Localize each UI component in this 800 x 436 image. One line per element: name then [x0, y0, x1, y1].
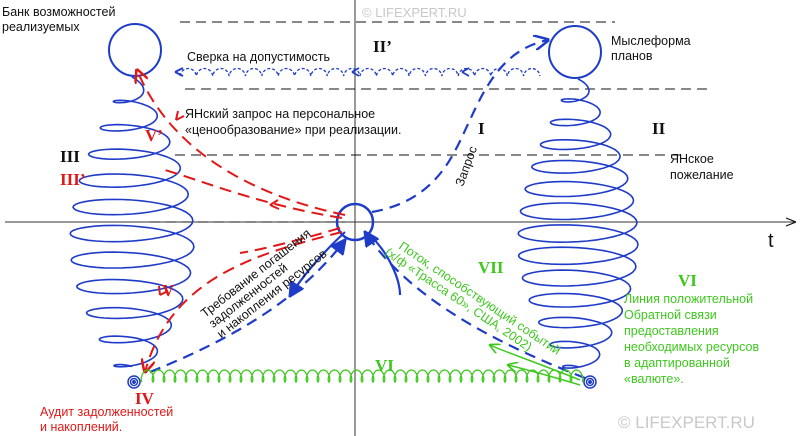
roman-II: II — [652, 119, 666, 138]
green-arrow-bottom — [508, 365, 581, 386]
right-spiral — [517, 78, 639, 369]
roman-VI-left: VI — [375, 356, 394, 375]
center-circle — [335, 202, 375, 242]
sverka-arrowhead — [174, 67, 184, 77]
watermark-top: © LIFEXPERT.RU — [362, 5, 467, 20]
potok-label: Поток, способствующий событий(х/ф «Трасс… — [382, 234, 563, 368]
yan-zapros-label: ЯНский запрос на персональное«ценообразо… — [185, 107, 402, 137]
red-arrow-to-audit-2 — [239, 227, 341, 254]
spirals-group — [69, 76, 639, 369]
sverka-chevron — [461, 67, 470, 77]
red-arrow-to-bank-2 — [164, 169, 343, 219]
left-coil-marker — [127, 375, 141, 389]
blue-right-to-center — [365, 232, 586, 380]
green-feedback-wave — [140, 369, 584, 383]
red-arrow-to-bank — [137, 70, 346, 216]
roman-II-prime: II’ — [373, 37, 392, 56]
roman-I: I — [478, 119, 485, 138]
watermark-bottom: © LIFEXPERT.RU — [618, 413, 755, 432]
sverka-wave — [179, 67, 541, 77]
roman-IV: IV — [135, 389, 155, 408]
blue-center-down-right — [369, 234, 402, 296]
red-chevron — [158, 285, 169, 296]
axis-t-label: t — [768, 230, 774, 252]
roman-VII: VII — [478, 258, 504, 277]
trebovanie-label: Требование погашениязадолженностейи нако… — [198, 226, 329, 341]
red-chevron — [175, 110, 185, 121]
roman-III: III — [60, 147, 80, 166]
mysleforma-circle — [548, 25, 602, 79]
blue-zapros-arrow — [371, 40, 548, 214]
red-chevron — [269, 199, 280, 210]
zapros-label: Запрос — [453, 144, 480, 188]
green-arrow-top — [490, 345, 581, 381]
roman-III-prime: III’ — [60, 170, 86, 189]
sverka-chevron — [351, 67, 360, 77]
roman-V: V — [162, 281, 175, 300]
sverka-label: Сверка на допустимость — [187, 50, 330, 64]
roman-VI-right: VI — [678, 271, 697, 290]
right-coil-marker — [583, 375, 597, 389]
left-spiral — [69, 76, 195, 368]
roman-V-prime: V’ — [145, 126, 163, 145]
bank-circle — [108, 23, 162, 77]
